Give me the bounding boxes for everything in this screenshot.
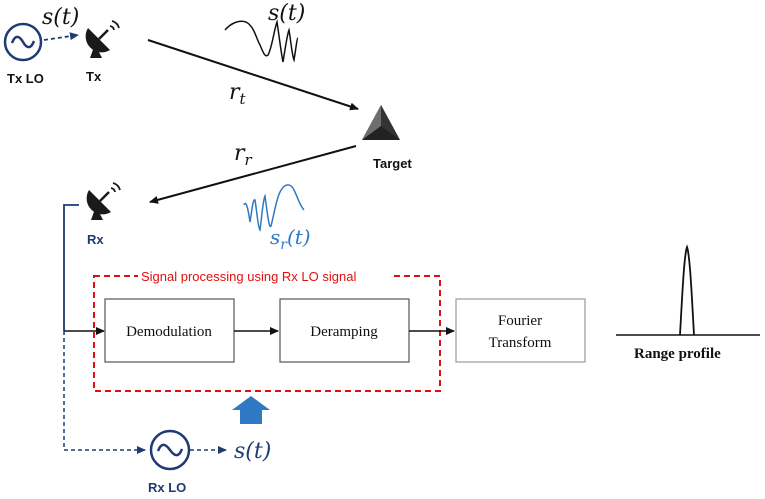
- rr-label: rr: [234, 141, 253, 169]
- target-pyramid-icon: [362, 105, 400, 140]
- rx-lo-label: Rx LO: [148, 480, 186, 495]
- target-label: Target: [373, 156, 412, 171]
- up-arrow-icon: [232, 396, 270, 424]
- tx-signal-label: s(t): [42, 5, 79, 30]
- tx-lo-to-tx-arrow: [43, 32, 79, 41]
- demodulation-label: Demodulation: [126, 324, 212, 340]
- tx-label: Tx: [86, 69, 102, 84]
- rx-label: Rx: [87, 232, 104, 247]
- fourier-label-line1: Fourier: [498, 313, 542, 329]
- signal-processing-label: Signal processing using Rx LO signal: [141, 269, 356, 284]
- rt-label: rt: [229, 80, 247, 108]
- fourier-label-line2: Transform: [489, 335, 552, 351]
- rx-satellite-dish-icon: [86, 182, 121, 220]
- tx-lo-oscillator-icon: [3, 22, 43, 62]
- demodulation-block: [104, 298, 235, 363]
- rx-feed-line: [63, 204, 79, 331]
- rx-wave-icon: [243, 184, 305, 232]
- tx-to-target-arrow: [147, 39, 359, 111]
- deramping-label: Deramping: [310, 324, 378, 340]
- rx-lo-feed-line: [63, 331, 146, 454]
- rx-lo-oscillator-icon: [149, 429, 191, 471]
- tx-lo-label: Tx LO: [7, 71, 44, 86]
- tx-satellite-dish-icon: [85, 20, 120, 58]
- tx-wave-label: s(t): [268, 1, 305, 26]
- signal-processing-label-bg: [138, 268, 394, 284]
- deramping-block: [279, 298, 410, 363]
- range-profile-label: Range profile: [634, 346, 721, 362]
- fourier-transform-block: [455, 298, 586, 363]
- tx-wave-icon: [224, 19, 299, 63]
- rx-wave-label: sr(t): [270, 225, 311, 253]
- target-to-rx-arrow: [149, 145, 357, 204]
- rx-lo-signal-label: s(t): [234, 439, 271, 464]
- range-profile-peak: [679, 244, 695, 336]
